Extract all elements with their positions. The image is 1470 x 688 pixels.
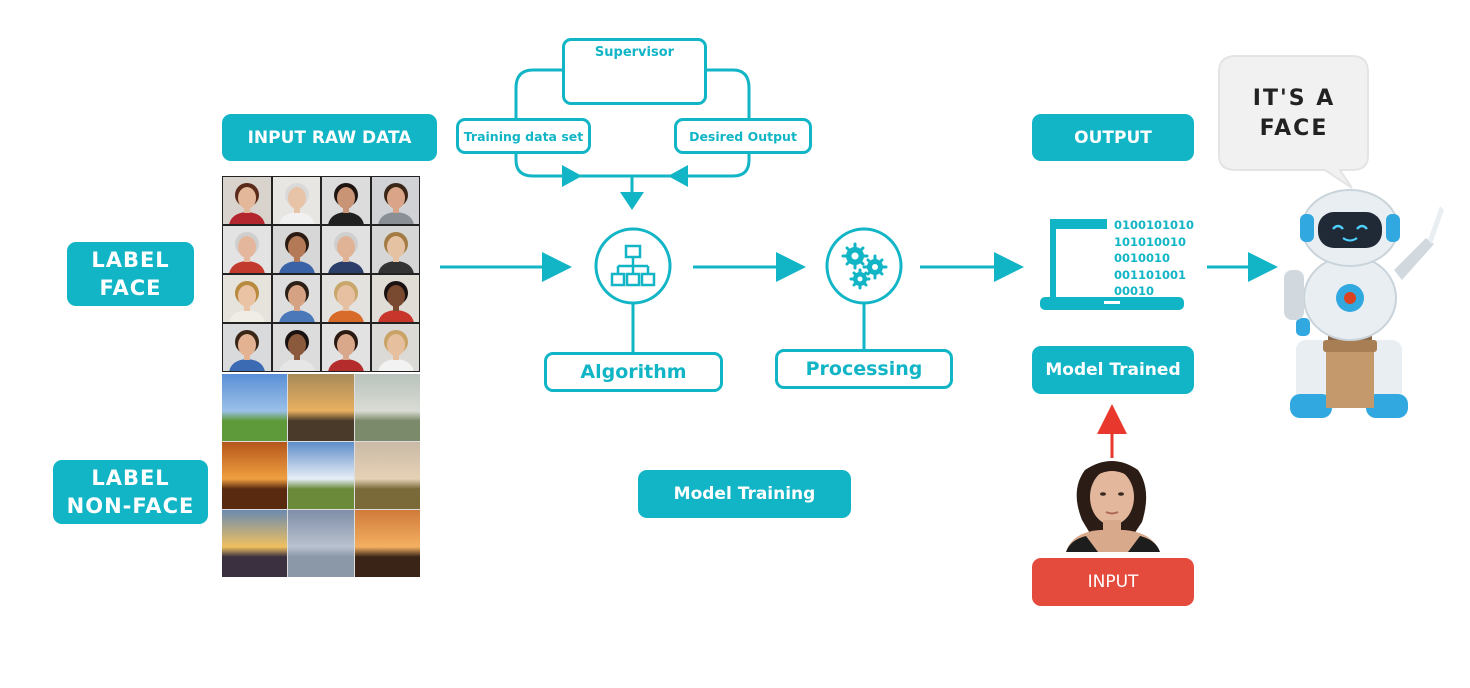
loop-down-arrow [620,192,644,210]
face-thumbnail [322,177,370,224]
non-face-thumbnail [354,510,420,577]
non-face-thumbnail [222,374,288,441]
face-thumbnail [223,324,271,371]
binary-line: 101010010 [1114,234,1187,249]
desired-output-box: Desired Output [674,118,812,154]
supervisor-box: Supervisor [562,38,707,105]
label-nonface-badge: LABEL NON-FACE [53,460,208,524]
model-training-label: Model Training [638,470,851,518]
supervisor-text: Supervisor [594,45,675,60]
non-face-thumbnail [222,442,288,509]
speech-bubble [1218,55,1369,189]
non-face-thumbnail [354,374,420,441]
face-thumbnail [371,275,419,322]
non-face-image-grid [222,374,420,577]
laptop-icon [1040,219,1184,310]
label-face-line1: LABEL [91,248,170,272]
model-trained-text: Model Trained [1045,360,1181,380]
training-data-set-box: Training data set [456,118,591,154]
label-face-badge: LABEL FACE [67,242,194,306]
binary-line: 0100101010 [1114,218,1195,232]
binary-line: 0010010 [1114,251,1171,265]
face-image-grid [222,176,420,372]
face-thumbnail [371,324,419,371]
label-nonface-line1: LABEL [91,466,170,490]
input-raw-data-text: INPUT RAW DATA [247,127,412,148]
face-thumbnail [322,226,370,273]
face-thumbnail [371,226,419,273]
non-face-thumbnail [288,442,354,509]
face-thumbnail [223,275,271,322]
binary-line: 00010 [1114,284,1155,298]
input-text: INPUT [1087,572,1139,592]
algorithm-box: Algorithm [544,352,723,392]
face-thumbnail [322,275,370,322]
binary-line: 001101001 [1114,267,1187,282]
label-nonface-line2: NON-FACE [66,494,195,518]
output-text: OUTPUT [1074,127,1152,148]
face-thumbnail [272,226,320,273]
loop-arrow-right [668,165,688,187]
face-thumbnail [223,226,271,273]
processing-text: Processing [805,358,923,380]
speech-line1: IT'S A [1252,86,1336,111]
input-label: INPUT [1032,558,1194,606]
non-face-thumbnail [288,374,354,441]
speech-bubble-text: IT'S A FACE [1219,84,1369,144]
face-thumbnail [272,324,320,371]
hierarchy-icon [610,244,656,287]
binary-output-text: 0100101010 101010010 0010010 001101001 00010 [1114,217,1194,300]
face-thumbnail [322,324,370,371]
label-face-line2: FACE [99,276,162,300]
face-thumbnail [272,177,320,224]
speech-line2: FACE [1259,116,1329,141]
non-face-thumbnail [354,442,420,509]
non-face-thumbnail [288,510,354,577]
output-label: OUTPUT [1032,114,1194,161]
model-trained-label: Model Trained [1032,346,1194,394]
processing-box: Processing [775,349,953,389]
desired-output-text: Desired Output [689,128,797,144]
algorithm-text: Algorithm [580,361,687,383]
face-thumbnail [272,275,320,322]
input-raw-data-label: INPUT RAW DATA [222,114,437,161]
training-data-set-text: Training data set [463,128,584,144]
non-face-thumbnail [222,510,288,577]
model-training-text: Model Training [673,484,816,504]
face-thumbnail [371,177,419,224]
loop-arrow-left [562,165,582,187]
input-face-portrait [1066,461,1160,552]
robot-illustration [1284,189,1444,418]
face-thumbnail [223,177,271,224]
